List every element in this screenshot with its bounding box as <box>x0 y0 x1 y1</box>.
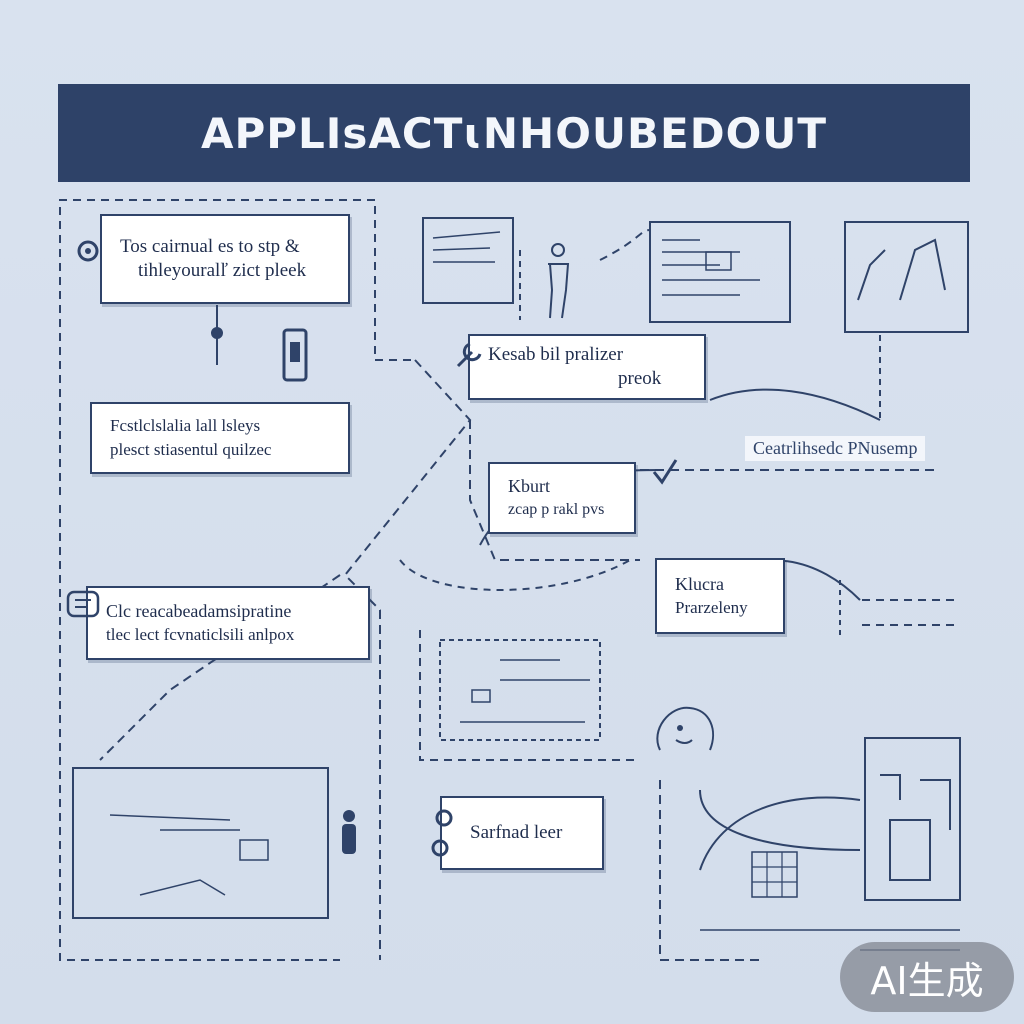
callout-1-line-1: Tos cairnual es to stp & <box>120 235 330 259</box>
callout-6-line-1: Clc reacabeadamsipratine <box>106 599 350 623</box>
callout-5-line-1: Klucra <box>675 572 765 596</box>
callout-2-line-1: Kesab bil pralizer <box>488 343 686 367</box>
person-icon <box>540 240 576 320</box>
callout-3-line-2: plesct stiasentul quilzec <box>110 438 330 462</box>
callout-6-line-2: tlec lect fcvnaticlsili anlpox <box>106 623 350 647</box>
callout-5-line-2: Prarzeleny <box>675 596 765 620</box>
face-icon <box>650 700 720 760</box>
diagram-title: APPLIsACTɩNHOUBEDOUT <box>201 109 827 158</box>
gear-icon <box>72 235 104 267</box>
connector-bottom-3 <box>660 780 760 960</box>
callout-6: Clc reacabeadamsipratine tlec lect fcvna… <box>86 586 370 660</box>
callout-3-line-1: Fcstlclslalia lall lsleys <box>110 414 330 438</box>
connector-node-1 <box>212 328 222 338</box>
tools-icon <box>424 806 464 862</box>
callout-2: Kesab bil pralizer preok <box>468 334 706 400</box>
sketch-building <box>865 738 960 900</box>
callout-3: Fcstlclslalia lall lsleys plesct stiasen… <box>90 402 350 474</box>
title-bar: APPLIsACTɩNHOUBEDOUT <box>58 84 970 182</box>
callout-4: Kburt zcap p rakl pvs <box>488 462 636 534</box>
check-icon <box>650 456 680 490</box>
callout-4-line-1: Kburt <box>508 474 616 498</box>
sketch-panel-center <box>440 640 600 740</box>
callout-1-line-2: tihleyouralľ zict pleek <box>120 259 330 283</box>
connector-bottom-4 <box>700 790 860 850</box>
callout-1: Tos cairnual es to stp & tihleyouralľ zi… <box>100 214 350 304</box>
sketch-panel-top-1 <box>423 218 513 303</box>
connector-center-1 <box>345 360 470 960</box>
frame-left-mid <box>60 505 340 960</box>
badge-icon <box>66 590 100 618</box>
connector-arc-3 <box>710 390 880 420</box>
callout-7: Sarfnad leer <box>440 796 604 870</box>
sketch-panel-top-2 <box>650 222 790 322</box>
worker-icon <box>336 808 362 868</box>
callout-4-line-2: zcap p rakl pvs <box>508 498 616 522</box>
phone-icon <box>280 328 310 388</box>
connector-center-4 <box>600 230 650 260</box>
ai-generated-badge: AI生成 <box>840 942 1014 1012</box>
callout-5: Klucra Prarzeleny <box>655 558 785 634</box>
callout-2-line-2: preok <box>488 367 686 391</box>
sketch-panel-bottom-left <box>73 768 328 918</box>
wrench-icon <box>452 338 486 372</box>
right-side-label: Ceatrlihsedc PNusemp <box>745 436 925 461</box>
callout-7-line-1: Sarfnad leer <box>460 821 584 845</box>
connector-arc-1 <box>400 560 630 590</box>
